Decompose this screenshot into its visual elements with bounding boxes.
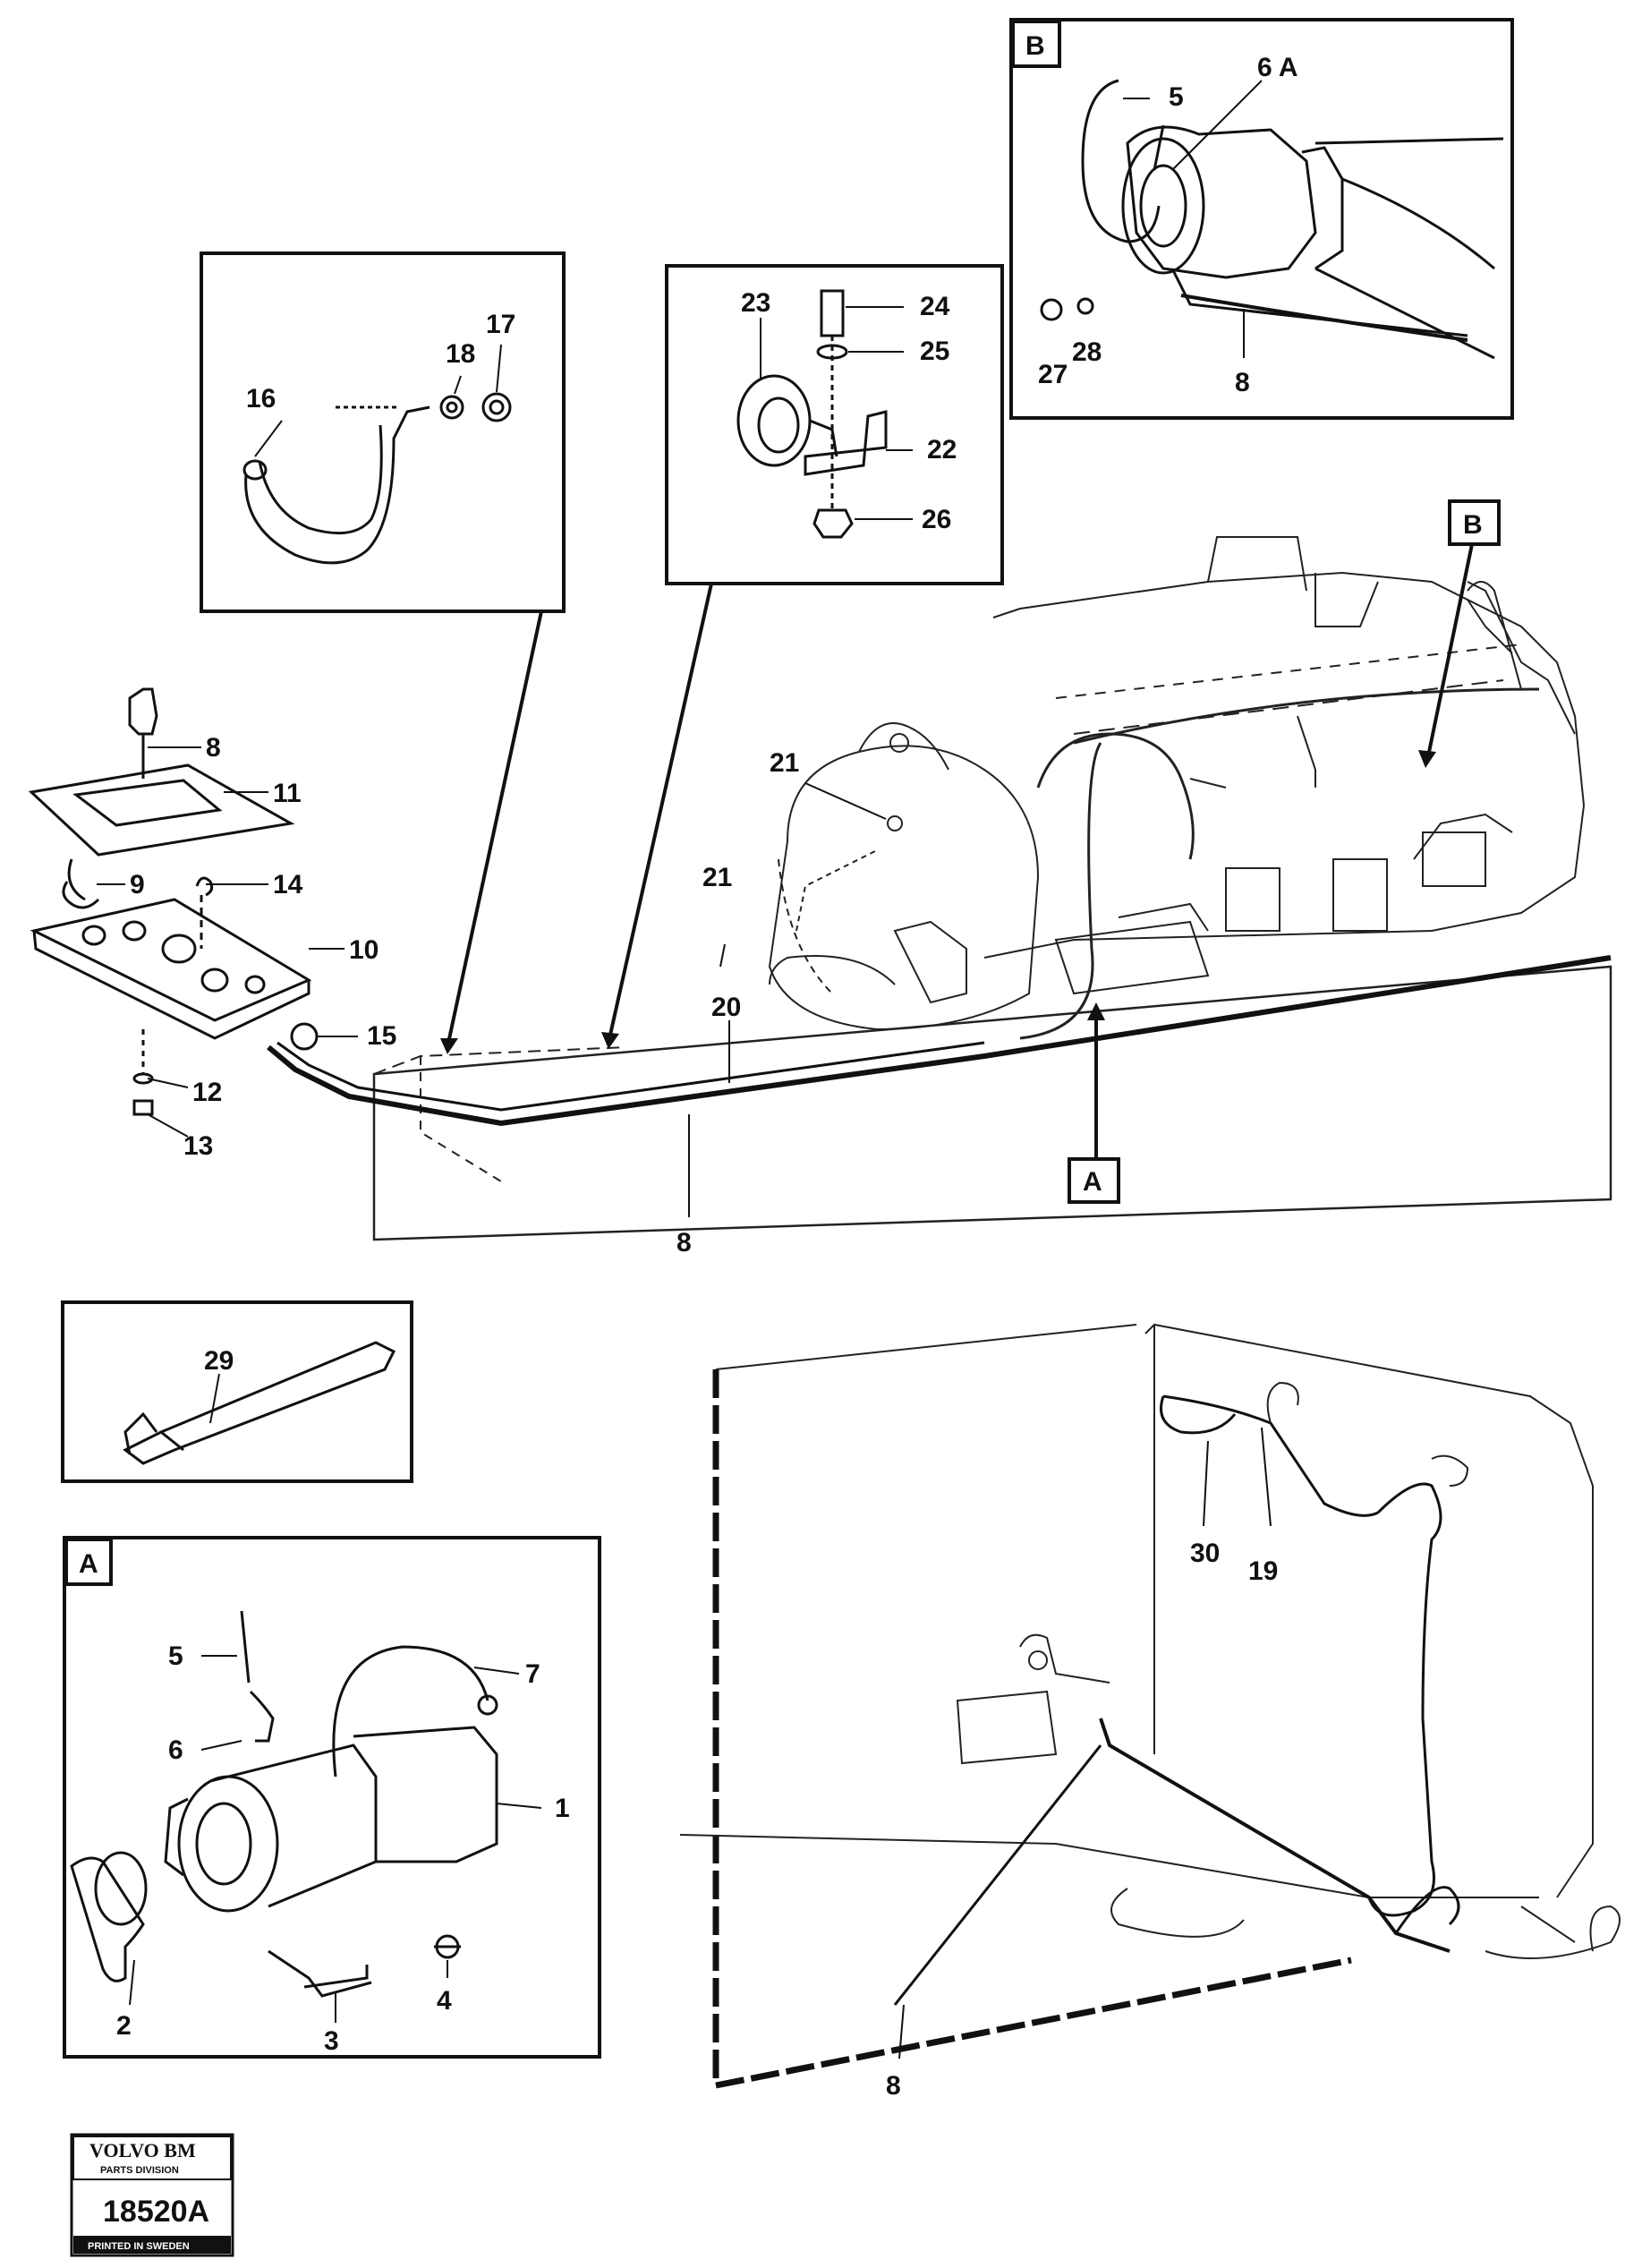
callout-10: 10	[349, 935, 379, 965]
callout-26: 26	[922, 505, 951, 534]
callout-20: 20	[711, 993, 741, 1022]
callout-7: 7	[525, 1659, 540, 1689]
volvo-bm-stamp: VOLVO BM PARTS DIVISION 18520A PRINTED I…	[70, 2133, 234, 2257]
callout-25: 25	[920, 337, 949, 366]
callout-15: 15	[367, 1021, 396, 1051]
callout-8-cab: 8	[886, 2071, 901, 2101]
callout-4: 4	[437, 1986, 452, 2016]
inset-b: B 5 6 A 27 28 8	[1009, 18, 1514, 420]
callout-22: 22	[927, 435, 957, 465]
callout-30: 30	[1190, 1539, 1220, 1568]
panel-leaders	[97, 746, 358, 1138]
machine-frame	[372, 536, 1612, 1241]
callout-27: 27	[1038, 360, 1068, 389]
svg-text:A: A	[1083, 1167, 1102, 1197]
view-marker-b: B	[1418, 499, 1501, 768]
callout-5-b: 5	[1169, 82, 1184, 112]
leader-clamp	[607, 583, 713, 1044]
stamp-printed: PRINTED IN SWEDEN	[88, 2241, 190, 2252]
inset-b-tag: B	[1025, 31, 1045, 61]
callout-29: 29	[204, 1346, 234, 1376]
callout-5-a: 5	[168, 1641, 183, 1671]
view-marker-a: A	[1068, 1002, 1120, 1204]
callout-23: 23	[741, 288, 770, 318]
callout-8-b: 8	[1235, 368, 1250, 397]
callout-8-panel: 8	[206, 733, 221, 763]
callout-21-top: 21	[770, 748, 799, 778]
stamp-brand: VOLVO BM	[89, 2139, 196, 2161]
inset-a: A 5 6 7 1 2 3 4	[63, 1536, 601, 2059]
callout-1: 1	[555, 1794, 570, 1823]
callout-19: 19	[1248, 1556, 1278, 1586]
callout-12: 12	[192, 1078, 222, 1107]
cab-view	[679, 1323, 1621, 2090]
callout-21-left: 21	[702, 863, 732, 892]
callout-14: 14	[273, 870, 303, 900]
inset-strap: 16 18 17	[200, 252, 566, 613]
callout-6a-b: 6 A	[1257, 53, 1298, 82]
callout-8-main: 8	[676, 1228, 692, 1258]
panel-assembly	[28, 687, 319, 1116]
inset-clamp: 23 24 25 22 26	[665, 264, 1004, 585]
callout-28: 28	[1072, 337, 1102, 367]
callout-17: 17	[486, 310, 515, 339]
cable-run	[267, 955, 1612, 1127]
callout-24: 24	[920, 292, 950, 321]
callout-11: 11	[273, 779, 302, 808]
callout-3: 3	[324, 2026, 339, 2056]
callout-9: 9	[130, 870, 145, 900]
svg-text:B: B	[1463, 510, 1483, 540]
stamp-division: PARTS DIVISION	[100, 2165, 179, 2176]
callout-6-a: 6	[168, 1735, 183, 1765]
callout-2: 2	[116, 2011, 132, 2041]
inset-29: 29	[61, 1300, 413, 1483]
inset-a-tag: A	[79, 1549, 98, 1579]
callout-13: 13	[183, 1131, 213, 1161]
callout-16: 16	[246, 384, 276, 414]
stamp-number: 18520A	[103, 2195, 209, 2229]
leader-strap	[446, 610, 543, 1048]
callout-18: 18	[446, 339, 475, 369]
